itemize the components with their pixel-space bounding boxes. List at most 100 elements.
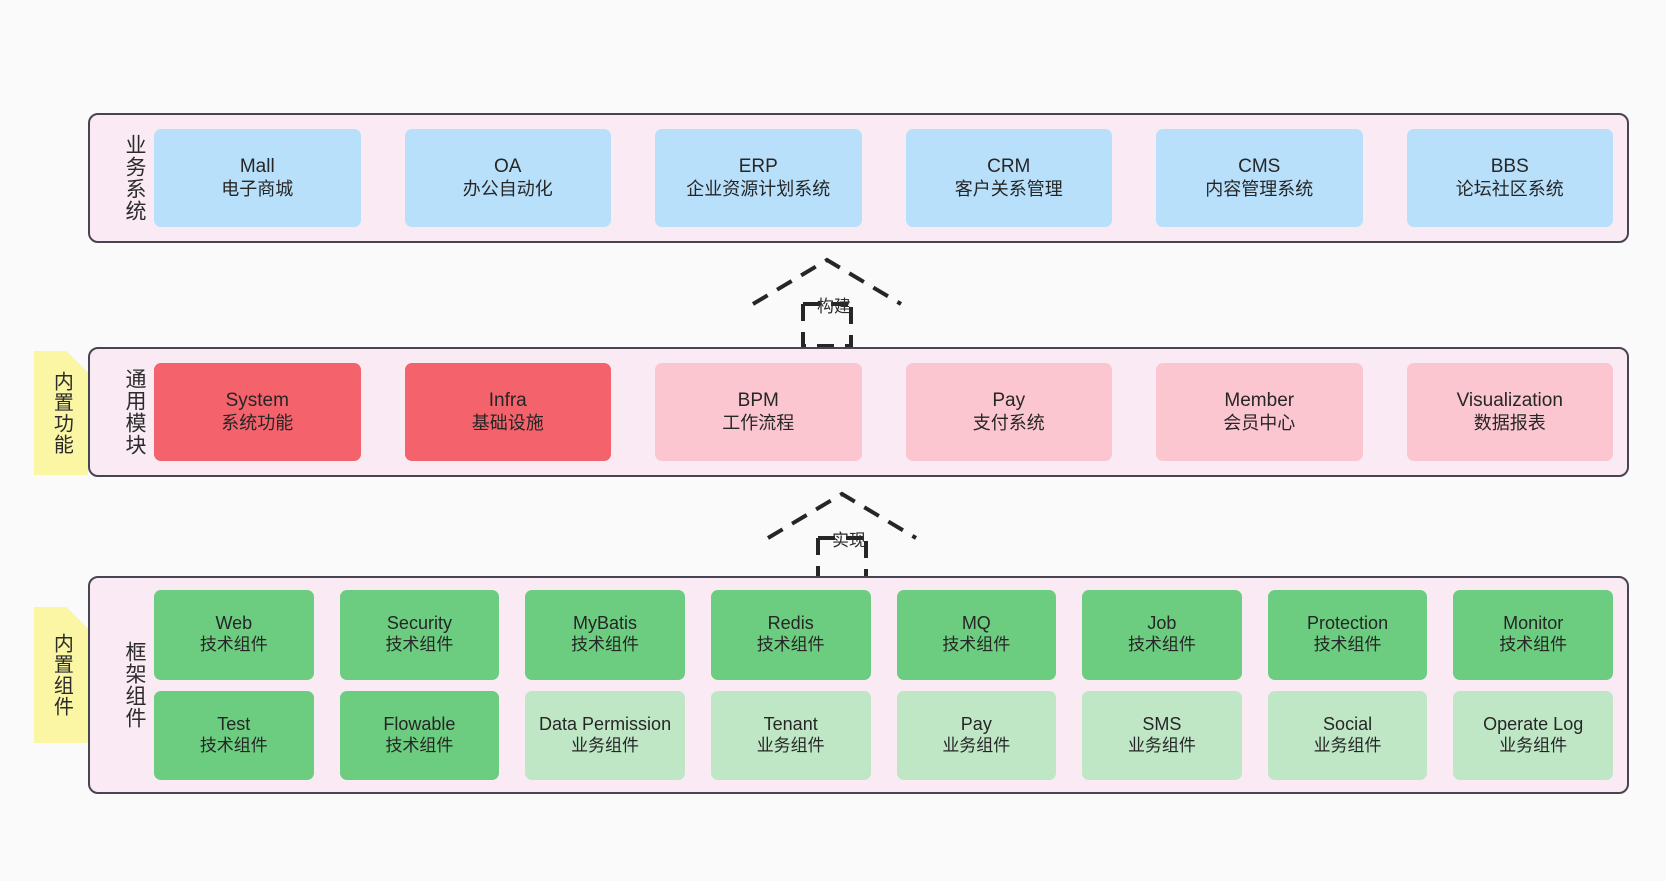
card-job-cn: 技术组件 [1127, 635, 1196, 655]
card-pay-component[interactable]: Pay 业务组件 [896, 690, 1057, 780]
card-job-en: Job [1147, 613, 1177, 634]
card-flowable-cn: 技术组件 [385, 735, 454, 755]
card-crm[interactable]: CRM 客户关系管理 [905, 129, 1112, 227]
card-visualization-en: Visualization [1456, 390, 1563, 412]
card-redis[interactable]: Redis 技术组件 [710, 590, 871, 680]
arrow-build-label: 构建 [817, 297, 851, 316]
card-job[interactable]: Job 技术组件 [1082, 590, 1242, 680]
card-infra-cn: 基础设施 [471, 412, 544, 433]
card-tenant[interactable]: Tenant 业务组件 [710, 690, 871, 780]
card-security-en: Security [386, 613, 452, 634]
card-infra[interactable]: Infra 基础设施 [404, 363, 611, 461]
card-cms[interactable]: CMS 内容管理系统 [1156, 129, 1363, 227]
layer-common-modules: 通用模块 System 系统功能 Infra 基础设施 BPM 工作流程 Pay… [88, 347, 1629, 477]
card-system[interactable]: System 系统功能 [154, 363, 361, 461]
card-mybatis[interactable]: MyBatis 技术组件 [525, 590, 685, 680]
card-tenant-en: Tenant [763, 713, 818, 734]
card-bbs[interactable]: BBS 论坛社区系统 [1406, 129, 1613, 227]
card-data-permission[interactable]: Data Permission 业务组件 [525, 690, 685, 780]
card-cms-en: CMS [1238, 156, 1281, 178]
card-data-permission-en: Data Permission [539, 713, 672, 734]
card-visualization-cn: 数据报表 [1473, 412, 1546, 433]
card-pay-component-cn: 业务组件 [942, 735, 1011, 755]
note-builtin-function-label: 内置功能 [50, 371, 73, 455]
card-flowable-en: Flowable [383, 713, 456, 734]
card-mall-cn: 电子商城 [221, 178, 294, 199]
note-fold-icon [66, 351, 88, 373]
layer-framework-components-title: 框架组件 [123, 641, 146, 729]
card-web-cn: 技术组件 [199, 635, 268, 655]
card-mq[interactable]: MQ 技术组件 [896, 590, 1057, 680]
card-system-cn: 系统功能 [221, 412, 294, 433]
card-crm-en: CRM [987, 156, 1031, 178]
card-pay-module-cn: 支付系统 [972, 412, 1045, 433]
card-protection-cn: 技术组件 [1313, 635, 1382, 655]
card-sms-cn: 业务组件 [1127, 735, 1196, 755]
card-social-cn: 业务组件 [1313, 735, 1382, 755]
card-bbs-en: BBS [1490, 156, 1529, 178]
card-erp-cn: 企业资源计划系统 [686, 178, 831, 199]
card-mall-en: Mall [239, 156, 275, 178]
card-social[interactable]: Social 业务组件 [1267, 690, 1428, 780]
card-bbs-cn: 论坛社区系统 [1455, 178, 1564, 199]
card-pay-module-en: Pay [992, 390, 1026, 412]
card-protection[interactable]: Protection 技术组件 [1267, 590, 1428, 680]
card-monitor-en: Monitor [1503, 613, 1564, 634]
card-mybatis-cn: 技术组件 [571, 635, 640, 655]
note-cut-icon [66, 607, 88, 629]
card-test-cn: 技术组件 [199, 735, 268, 755]
common-card-list: System 系统功能 Infra 基础设施 BPM 工作流程 Pay 支付系统… [146, 349, 1627, 475]
card-erp-en: ERP [738, 156, 778, 178]
card-test[interactable]: Test 技术组件 [154, 690, 314, 780]
arrow-implement-label: 实现 [832, 531, 866, 550]
card-pay-component-en: Pay [960, 713, 992, 734]
note-builtin-component-label: 内置组件 [50, 633, 73, 717]
card-mq-en: MQ [961, 613, 991, 634]
card-protection-en: Protection [1307, 613, 1389, 634]
framework-row-business: Test 技术组件 Flowable 技术组件 Data Permission … [154, 690, 1613, 780]
card-web-en: Web [215, 613, 253, 634]
card-mybatis-en: MyBatis [573, 613, 638, 634]
card-mall[interactable]: Mall 电子商城 [154, 129, 361, 227]
card-test-en: Test [217, 713, 251, 734]
card-flowable[interactable]: Flowable 技术组件 [339, 690, 500, 780]
layer-common-modules-title: 通用模块 [123, 368, 146, 456]
card-erp[interactable]: ERP 企业资源计划系统 [655, 129, 862, 227]
framework-row-tech: Web 技术组件 Security 技术组件 MyBatis 技术组件 Redi… [154, 590, 1613, 680]
card-sms-en: SMS [1142, 713, 1182, 734]
card-monitor-cn: 技术组件 [1499, 635, 1568, 655]
card-operate-log[interactable]: Operate Log 业务组件 [1453, 690, 1613, 780]
note-builtin-function: 内置功能 [34, 351, 88, 475]
card-mq-cn: 技术组件 [942, 635, 1011, 655]
card-oa[interactable]: OA 办公自动化 [404, 129, 611, 227]
card-oa-cn: 办公自动化 [462, 178, 553, 199]
business-card-list: Mall 电子商城 OA 办公自动化 ERP 企业资源计划系统 CRM 客户关系… [146, 115, 1627, 241]
card-crm-cn: 客户关系管理 [954, 178, 1063, 199]
card-bpm-en: BPM [737, 390, 779, 412]
card-bpm[interactable]: BPM 工作流程 [655, 363, 862, 461]
card-member-en: Member [1224, 390, 1295, 412]
card-redis-cn: 技术组件 [756, 635, 825, 655]
card-visualization[interactable]: Visualization 数据报表 [1406, 363, 1613, 461]
card-member[interactable]: Member 会员中心 [1156, 363, 1363, 461]
card-oa-en: OA [494, 156, 522, 178]
layer-business-systems: 业务系统 Mall 电子商城 OA 办公自动化 ERP 企业资源计划系统 CRM… [88, 113, 1629, 243]
note-builtin-component: 内置组件 [34, 607, 88, 743]
card-infra-en: Infra [488, 390, 527, 412]
card-sms[interactable]: SMS 业务组件 [1082, 690, 1242, 780]
card-cms-cn: 内容管理系统 [1205, 178, 1314, 199]
card-operate-log-en: Operate Log [1483, 713, 1584, 734]
card-security[interactable]: Security 技术组件 [339, 590, 500, 680]
card-web[interactable]: Web 技术组件 [154, 590, 314, 680]
card-social-en: Social [1323, 713, 1373, 734]
card-bpm-cn: 工作流程 [722, 412, 795, 433]
note-cut-icon [66, 351, 88, 373]
card-tenant-cn: 业务组件 [756, 735, 825, 755]
card-redis-en: Redis [767, 613, 814, 634]
card-data-permission-cn: 业务组件 [571, 735, 640, 755]
framework-card-grid: Web 技术组件 Security 技术组件 MyBatis 技术组件 Redi… [146, 578, 1627, 792]
note-fold-icon [66, 607, 88, 629]
card-security-cn: 技术组件 [385, 635, 454, 655]
card-pay-module[interactable]: Pay 支付系统 [905, 363, 1112, 461]
card-monitor[interactable]: Monitor 技术组件 [1453, 590, 1613, 680]
